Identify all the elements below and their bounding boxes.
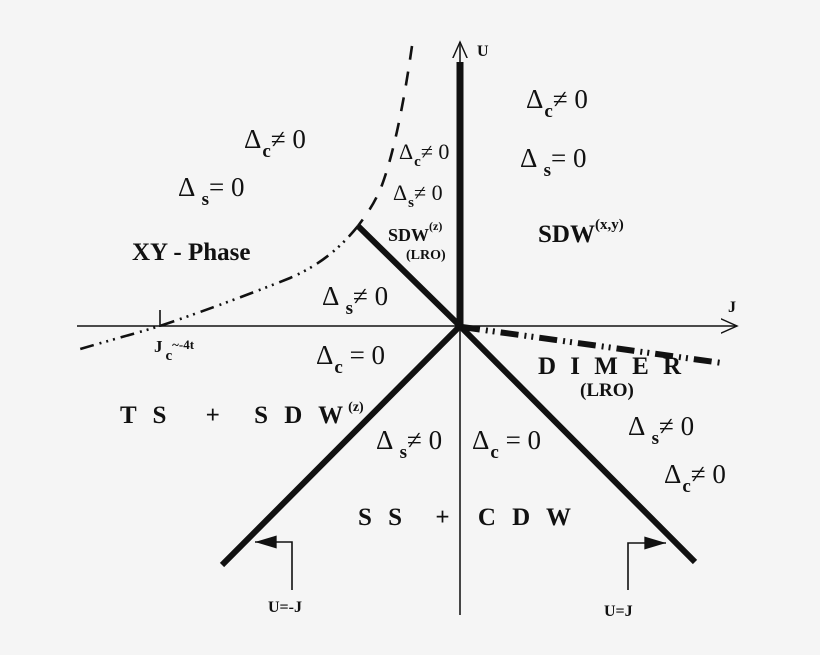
xy-boundary-dash-dot bbox=[76, 225, 360, 352]
dimer-label: D I M E R bbox=[538, 353, 686, 380]
label-u-j: U=J bbox=[604, 603, 633, 620]
sdwz-label: SDW(z) bbox=[388, 219, 443, 245]
label-u-minus-j: U=-J bbox=[268, 599, 302, 616]
ss-cdw-label: S S + C D W bbox=[358, 504, 576, 531]
ts-gap-s: Δ s≠ 0 bbox=[322, 281, 389, 319]
xy-boundary-dashed bbox=[356, 45, 414, 227]
xy-gap-c: Δc≠ 0 bbox=[244, 124, 306, 162]
sdwxy-gap-s: Δ s= 0 bbox=[520, 143, 587, 181]
dimer-gap-c: Δc≠ 0 bbox=[664, 459, 726, 497]
sdw-z-boundary bbox=[355, 223, 463, 329]
j-axis-label: J bbox=[728, 299, 736, 316]
dimer-lro-note: (LRO) bbox=[580, 380, 634, 401]
boundary-u-minus-j bbox=[219, 323, 463, 568]
boundary-u-j bbox=[457, 323, 698, 565]
left-boundary-pointer bbox=[254, 535, 293, 590]
sdwz-gap-c: Δc≠ 0 bbox=[399, 139, 450, 170]
u-axis-label: U bbox=[477, 43, 489, 60]
dimer-boundary bbox=[461, 324, 723, 366]
sdwxy-label: SDW(x,y) bbox=[538, 217, 624, 248]
xy-phase-label: XY - Phase bbox=[132, 239, 251, 266]
sdwz-lro-note: (LRO) bbox=[406, 248, 446, 263]
ts-sdw-label: T S + S D W(z) bbox=[120, 400, 364, 429]
sdwxy-gap-c: Δc≠ 0 bbox=[526, 84, 588, 122]
sdwz-gap-s: Δs≠ 0 bbox=[393, 180, 443, 211]
xy-gap-s: Δ s= 0 bbox=[178, 172, 245, 210]
right-boundary-pointer bbox=[627, 536, 666, 590]
ss-gap-s: Δ s≠ 0 bbox=[376, 425, 443, 463]
dimer-gap-s: Δ s≠ 0 bbox=[628, 411, 695, 449]
ts-gap-c: Δc = 0 bbox=[316, 340, 386, 378]
ss-gap-c: Δc = 0 bbox=[472, 425, 542, 463]
